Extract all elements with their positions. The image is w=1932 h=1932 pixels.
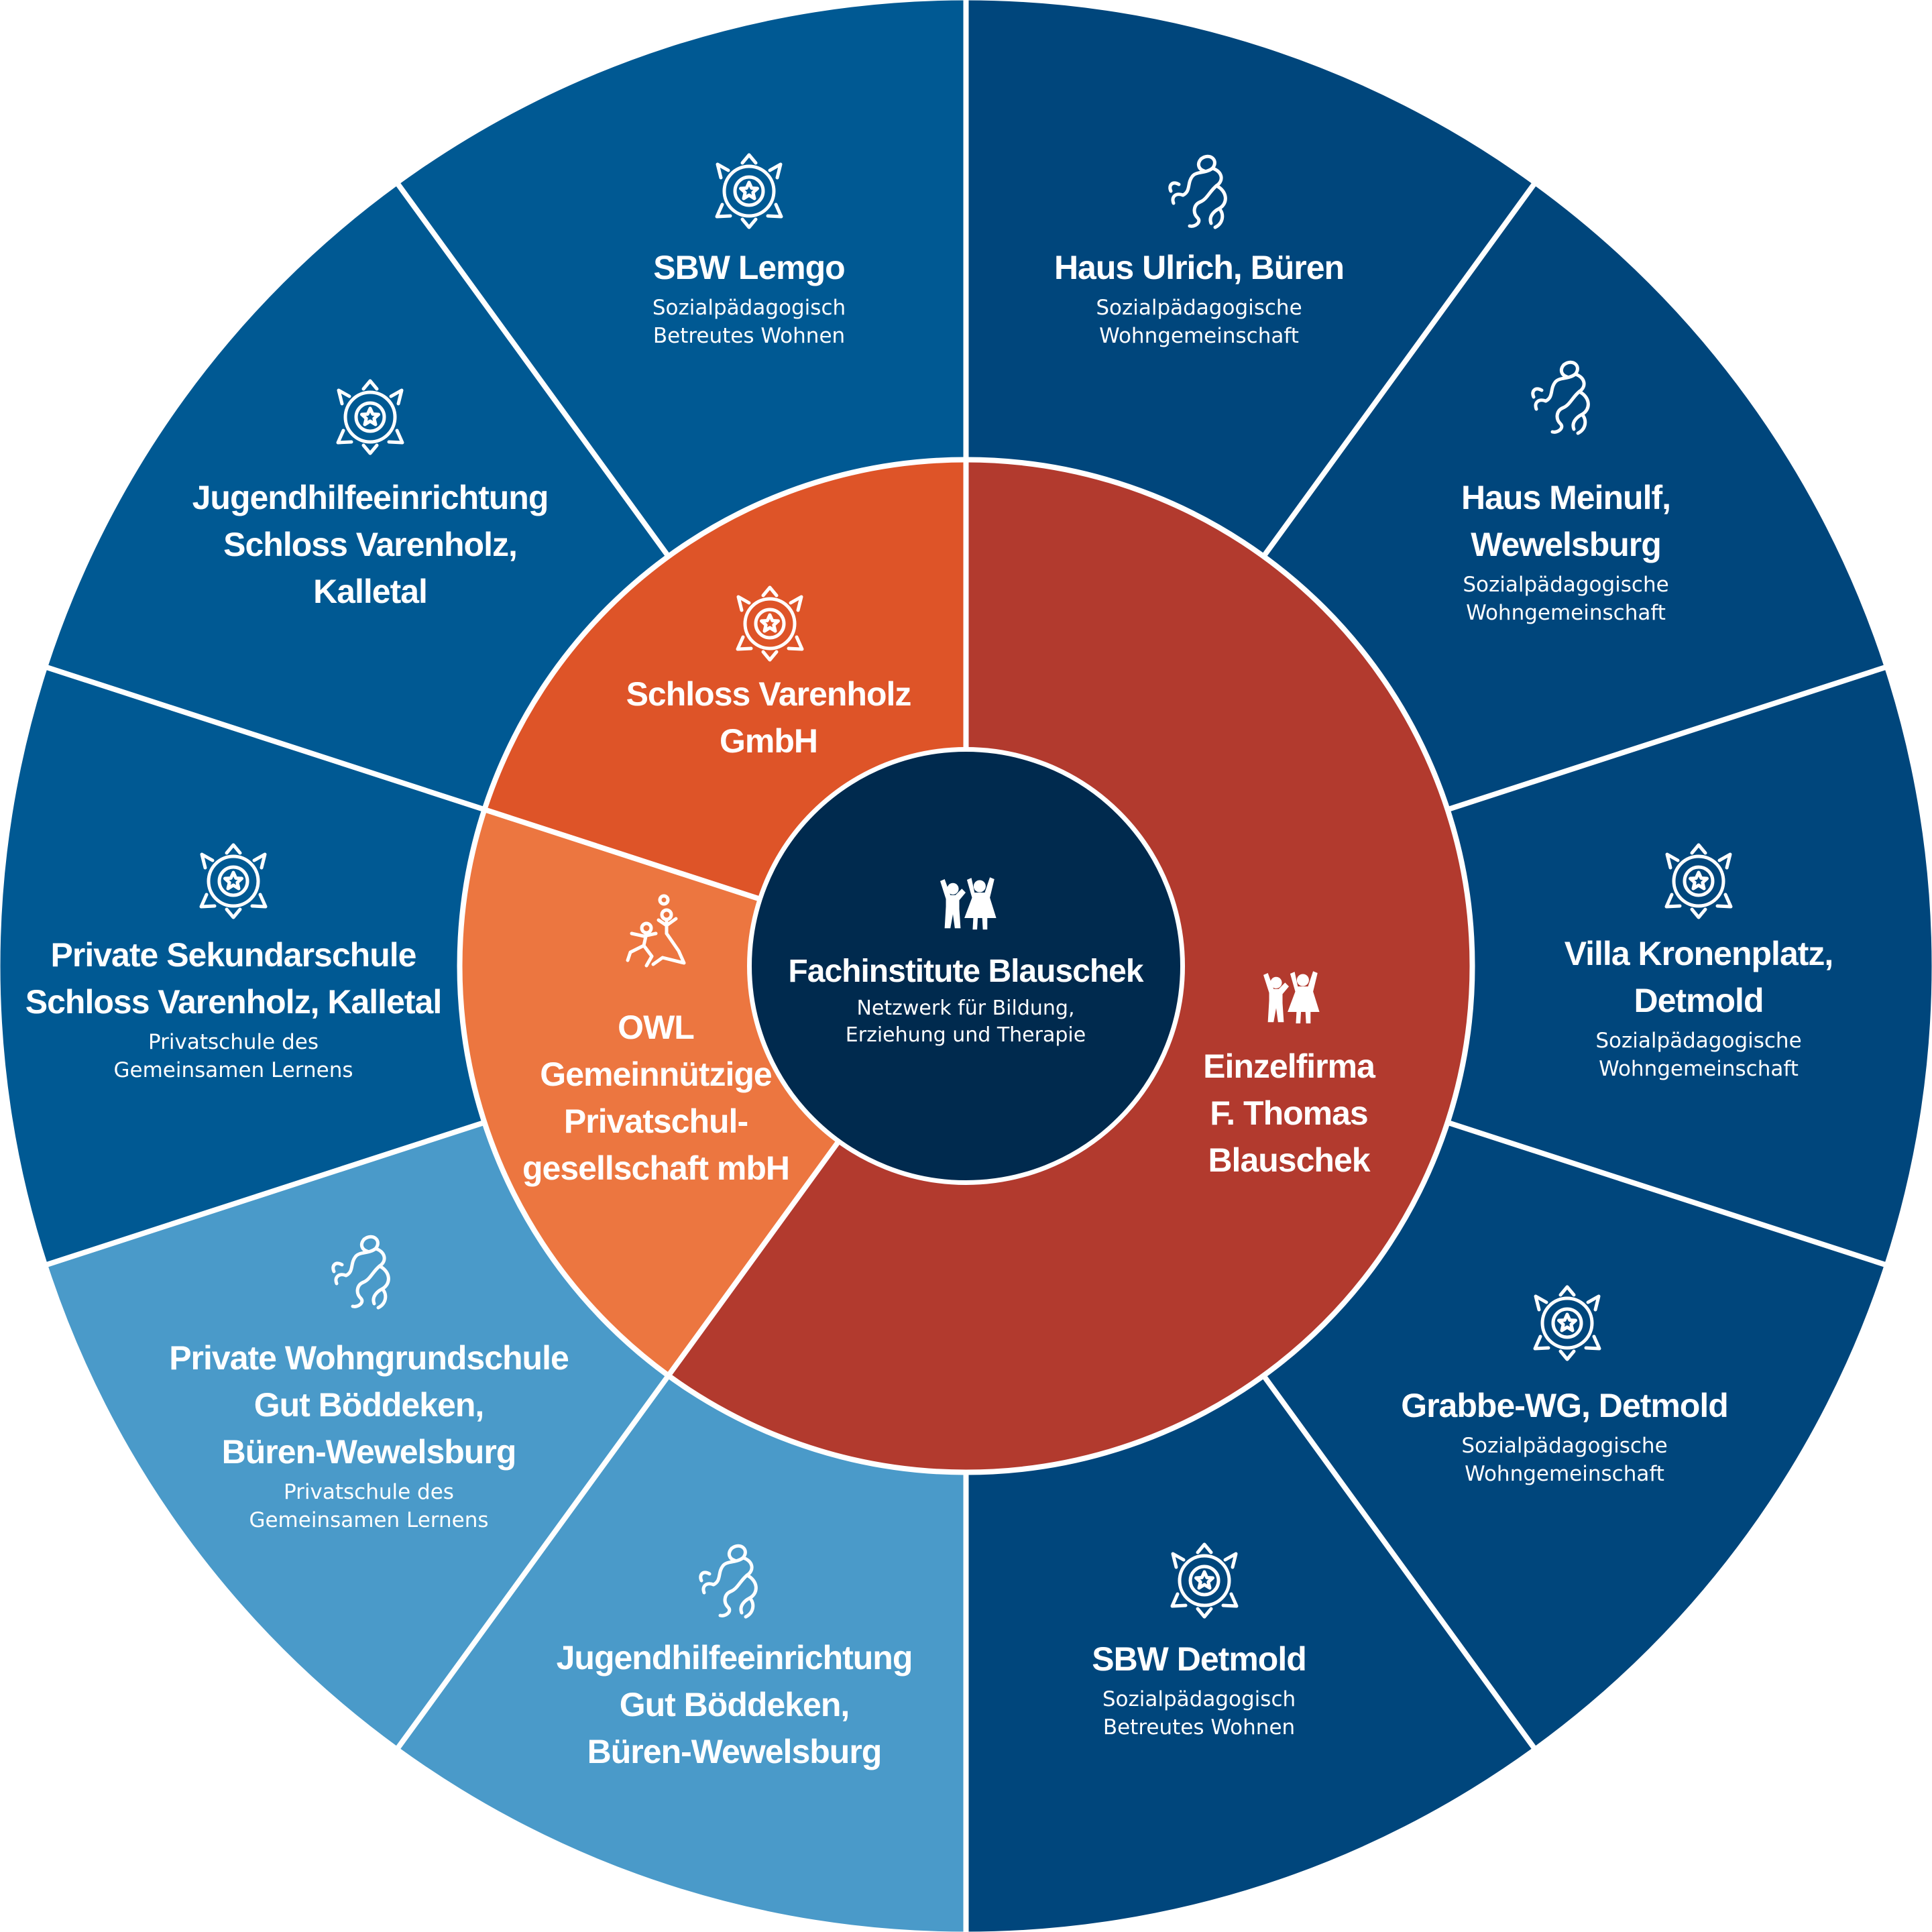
inner-seg-owl: [459, 809, 839, 1376]
segment-title-line: SBW Detmold: [1092, 1640, 1307, 1678]
center-title: Fachinstitute Blauschek: [788, 954, 1143, 989]
outer-divider: [1261, 1373, 1538, 1752]
segment-title-line: Private Sekundarschule: [50, 936, 417, 974]
inner-divider: [484, 807, 761, 902]
segment-title-line: Einzelfirma: [1203, 1047, 1375, 1085]
segment-subtitle-line: Betreutes Wohnen: [1102, 1715, 1296, 1740]
outer-divider: [1261, 180, 1538, 559]
segment-title-line: gesellschaft mbH: [522, 1149, 790, 1187]
segment-subtitle-line: Sozialpädagogisch: [1102, 1687, 1296, 1711]
segment-title-line: Privatschul-: [563, 1102, 748, 1140]
inner-seg-schloss: [484, 459, 966, 899]
segment-title-line: Büren-Wewelsburg: [221, 1433, 517, 1471]
segment-title-line: Kalletal: [313, 573, 428, 610]
center-label: Fachinstitute Blauschek Netzwerk für Bil…: [788, 951, 1143, 1049]
segment-title-line: Büren-Wewelsburg: [587, 1733, 883, 1770]
segment-private-wohngrundschule: Private Wohngrundschule Gut Böddeken, Bü…: [169, 1334, 569, 1534]
segment-einzelfirma-blauschek: Einzelfirma F. Thomas Blauschek: [1203, 1043, 1375, 1184]
outer-seg-haus-meinulf: [1263, 184, 1885, 810]
segment-title-line: Jugendhilfeeinrichtung: [556, 1639, 913, 1677]
segment-title-line: Wewelsburg: [1471, 526, 1662, 563]
segment-title-line: Grabbe-WG, Detmold: [1401, 1387, 1729, 1424]
segment-subtitle-line: Wohngemeinschaft: [1466, 601, 1666, 625]
segment-title-line: F. Thomas: [1210, 1094, 1368, 1132]
segment-title-line: Jugendhilfeeinrichtung: [192, 479, 549, 516]
segment-haus-meinulf: Haus Meinulf, Wewelsburg Sozialpädagogis…: [1461, 474, 1671, 627]
segment-owl-privatschulgesellschaft: OWL Gemeinnützige Privatschul- gesellsch…: [522, 1004, 790, 1192]
segment-grabbe-wg: Grabbe-WG, Detmold Sozialpädagogische Wo…: [1401, 1382, 1729, 1488]
segment-subtitle-line: Privatschule des: [148, 1030, 319, 1054]
inner-divider: [666, 1139, 841, 1377]
outer-divider: [44, 664, 486, 812]
inner-seg-einzelfirma: [668, 459, 1473, 1473]
segment-haus-ulrich: Haus Ulrich, Büren Sozialpädagogische Wo…: [1054, 244, 1345, 350]
segment-title-line: Haus Meinulf,: [1461, 479, 1671, 516]
outer-seg-grabbe-wg: [1263, 1122, 1885, 1748]
segment-subtitle-line: Wohngemeinschaft: [1465, 1462, 1664, 1486]
segment-subtitle-line: Sozialpädagogische: [1595, 1029, 1802, 1053]
segment-jugendhilfe-gut-boeddeken: Jugendhilfeeinrichtung Gut Böddeken, Bür…: [557, 1634, 913, 1775]
segment-subtitle-line: Sozialpädagogische: [1096, 296, 1302, 320]
segment-subtitle-line: Sozialpädagogische: [1463, 573, 1669, 597]
outer-divider: [1446, 664, 1888, 812]
center-subtitle-line1: Netzwerk für Bildung,: [856, 997, 1075, 1020]
segment-title-line: Gut Böddeken,: [253, 1386, 485, 1424]
outer-seg-wohngrundschule: [47, 1122, 669, 1748]
outer-seg-jugendhilfe-varenholz: [47, 184, 669, 810]
segment-schloss-varenholz-gmbh: Schloss Varenholz GmbH: [626, 671, 912, 764]
segment-title-line: Blauschek: [1208, 1141, 1370, 1179]
segment-private-sekundarschule: Private Sekundarschule Schloss Varenholz…: [25, 931, 442, 1084]
segment-sbw-lemgo: SBW Lemgo Sozialpädagogisch Betreutes Wo…: [652, 244, 846, 350]
outer-seg-villa-kronenplatz: [1447, 667, 1932, 1265]
segment-title-line: SBW Lemgo: [653, 249, 845, 286]
segment-title-line: Gemeinnützige: [540, 1056, 772, 1093]
segment-subtitle-line: Sozialpädagogisch: [652, 296, 846, 320]
center-subtitle-line2: Erziehung und Therapie: [845, 1023, 1086, 1047]
outer-divider: [394, 180, 671, 559]
outer-divider: [394, 1373, 671, 1752]
outer-divider: [44, 1120, 486, 1268]
segment-title-line: Haus Ulrich, Büren: [1054, 249, 1345, 286]
segment-title-line: GmbH: [719, 722, 818, 760]
segment-title-line: OWL: [618, 1009, 695, 1046]
ring-divider: [457, 457, 1475, 1475]
segment-subtitle-line: Privatschule des: [284, 1480, 454, 1504]
segment-subtitle-line: Wohngemeinschaft: [1599, 1057, 1799, 1081]
segment-title-line: Villa Kronenplatz,: [1564, 935, 1834, 972]
outer-seg-sbw-detmold: [966, 1375, 1534, 1932]
segment-villa-kronenplatz: Villa Kronenplatz, Detmold Sozialpädagog…: [1564, 930, 1834, 1083]
outer-seg-haus-ulrich: [966, 0, 1534, 557]
center-disc: [747, 747, 1185, 1185]
segment-jugendhilfe-schloss-varenholz: Jugendhilfeeinrichtung Schloss Varenholz…: [192, 474, 549, 615]
segment-sbw-detmold: SBW Detmold Sozialpädagogisch Betreutes …: [1092, 1636, 1307, 1742]
segment-title-line: Schloss Varenholz,: [223, 526, 518, 563]
outer-divider: [1446, 1120, 1888, 1268]
outer-seg-sbw-lemgo: [398, 0, 966, 557]
segment-title-line: Private Wohngrundschule: [169, 1339, 569, 1377]
segment-title-line: Schloss Varenholz: [626, 675, 912, 713]
segment-subtitle-line: Sozialpädagogische: [1461, 1434, 1668, 1458]
segment-title-line: Gut Böddeken,: [619, 1686, 850, 1723]
segment-title-line: Detmold: [1634, 982, 1764, 1019]
outer-seg-jugendhilfe-boeddeken: [398, 1375, 966, 1932]
segment-subtitle-line: Wohngemeinschaft: [1099, 324, 1299, 348]
segment-subtitle-line: Gemeinsamen Lernens: [249, 1508, 489, 1532]
segment-subtitle-line: Betreutes Wohnen: [652, 324, 846, 348]
segment-subtitle-line: Gemeinsamen Lernens: [113, 1058, 353, 1082]
outer-seg-sekundarschule: [0, 667, 485, 1265]
segment-title-line: Schloss Varenholz, Kalletal: [25, 983, 442, 1021]
